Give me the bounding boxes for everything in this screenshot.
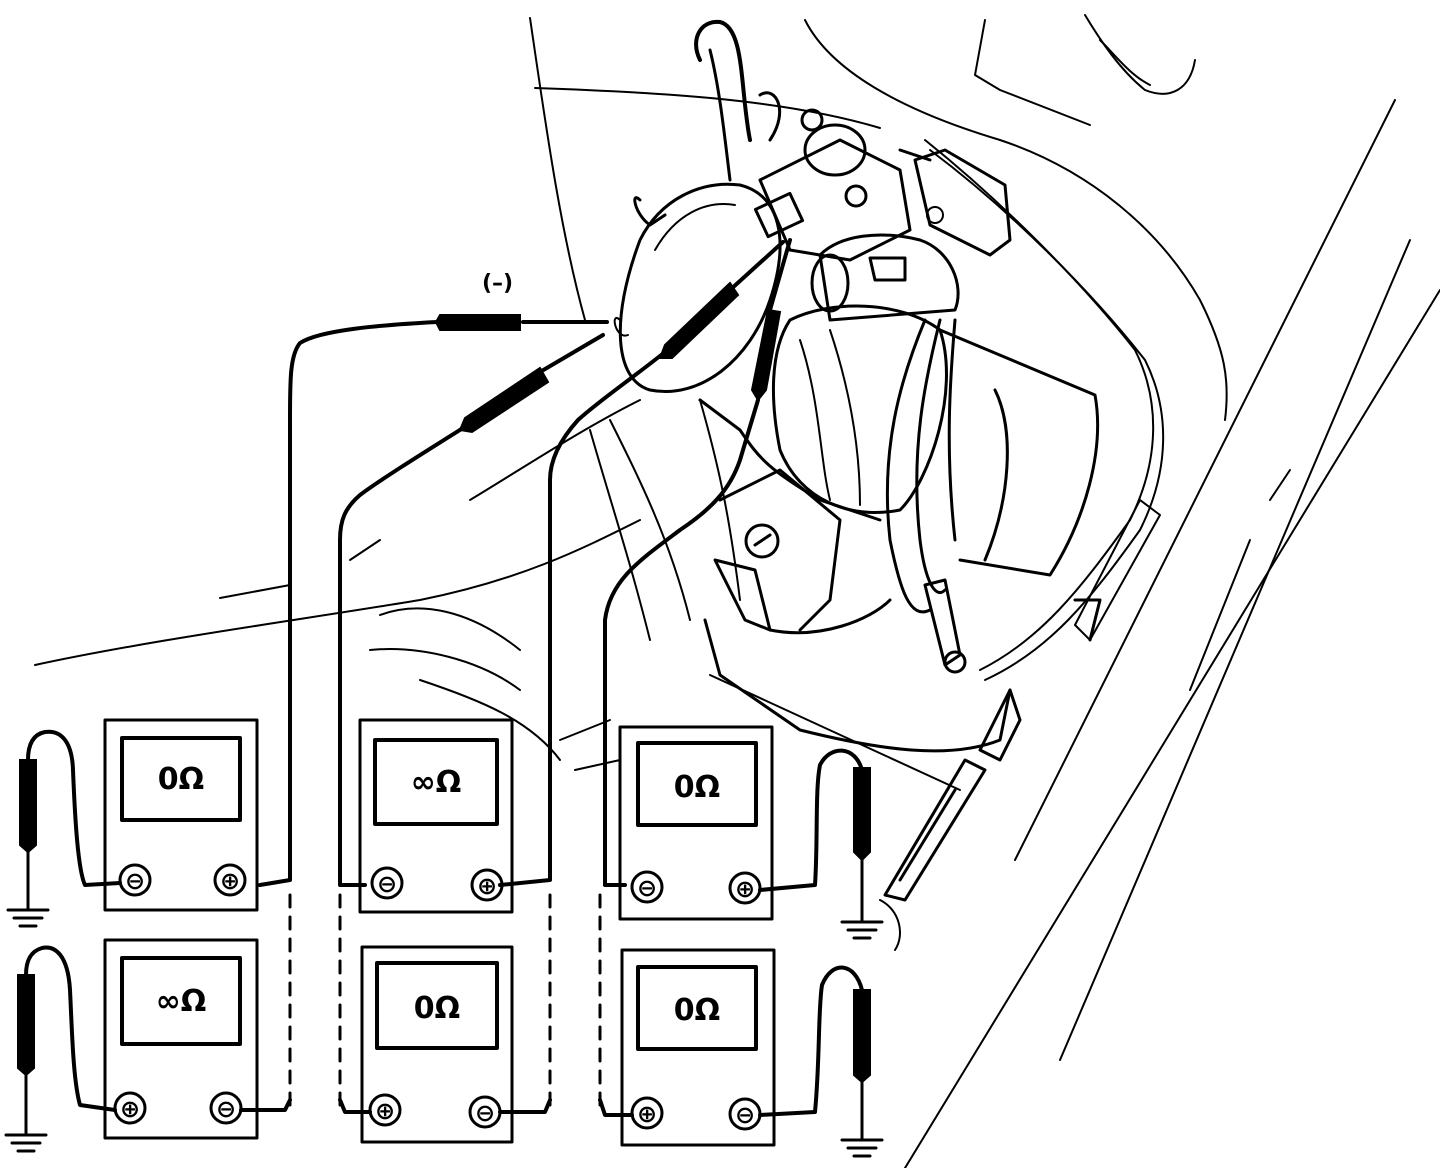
probe-center xyxy=(658,281,740,359)
positive-terminal-icon xyxy=(470,868,504,902)
svg-text:⊕: ⊕ xyxy=(220,867,240,895)
vehicle-body-outline xyxy=(34,14,1440,1168)
negative-terminal-icon xyxy=(370,866,404,900)
meter-reading: 0Ω xyxy=(674,770,720,805)
test-leads xyxy=(258,191,805,887)
svg-text:⊖: ⊖ xyxy=(216,1095,236,1123)
ohmmeter-3: 0Ω ⊖ ⊕ xyxy=(618,725,864,921)
meter-link-lines xyxy=(288,893,602,1112)
probe-ground xyxy=(434,314,521,331)
svg-text:⊕: ⊕ xyxy=(637,1100,657,1128)
svg-text:⊖: ⊖ xyxy=(125,867,145,895)
ohmmeter-5: 0Ω ⊕ ⊖ xyxy=(338,945,552,1144)
svg-text:⊖: ⊖ xyxy=(475,1099,495,1127)
meter-reading: ∞Ω xyxy=(156,984,207,1019)
svg-text:⊖: ⊖ xyxy=(735,1101,755,1129)
negative-terminal-icon xyxy=(630,870,664,904)
svg-text:⊕: ⊕ xyxy=(735,875,755,903)
svg-text:⊖: ⊖ xyxy=(377,870,397,898)
meter-reading: 0Ω xyxy=(414,991,460,1026)
svg-text:⊕: ⊕ xyxy=(120,1095,140,1123)
meter-reading: ∞Ω xyxy=(411,765,462,800)
ohmmeter-6: 0Ω ⊕ ⊖ xyxy=(598,948,864,1147)
svg-text:⊕: ⊕ xyxy=(375,1097,395,1125)
probe-right xyxy=(750,308,782,402)
connector-terminal xyxy=(753,191,805,239)
ground-probes xyxy=(4,759,884,1158)
actuator-assembly xyxy=(613,19,1165,951)
negative-terminal-icon xyxy=(118,863,152,897)
meter-reading: 0Ω xyxy=(674,993,720,1028)
connector-polarity-label: (–) xyxy=(482,271,513,296)
ohmmeter-4: ∞Ω ⊕ ⊖ xyxy=(24,938,292,1140)
positive-terminal-icon xyxy=(213,863,247,897)
ohmmeter-2: ∞Ω ⊖ ⊕ xyxy=(358,718,514,914)
svg-text:⊕: ⊕ xyxy=(477,872,497,900)
svg-text:⊖: ⊖ xyxy=(637,874,657,902)
ohmmeter-1: 0Ω ⊖ ⊕ xyxy=(26,718,259,912)
probe-center-left xyxy=(458,366,550,434)
meter-reading: 0Ω xyxy=(158,762,204,797)
